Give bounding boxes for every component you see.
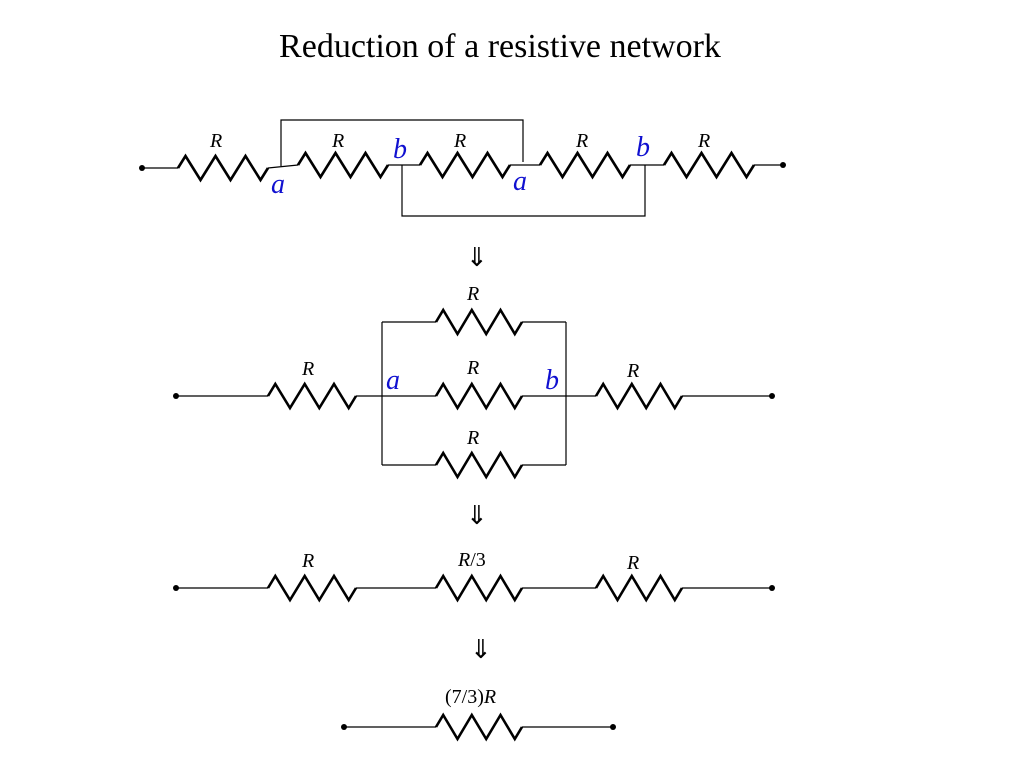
stage-3-series-network: R R/3 R bbox=[173, 549, 775, 603]
resistor-equivalent-total bbox=[434, 712, 524, 742]
resistor-label-seven-thirds: (7/3)R bbox=[445, 686, 496, 708]
resistor-label: R bbox=[697, 130, 710, 152]
resistor-label: R bbox=[466, 357, 479, 379]
resistor-3 bbox=[418, 150, 512, 180]
resistor-label: R bbox=[466, 427, 479, 449]
stage-1-original-network: R R R R R a b a b bbox=[139, 119, 786, 217]
stage-4-equivalent-resistor: (7/3)R bbox=[341, 686, 616, 742]
resistor-series-left bbox=[266, 573, 358, 603]
resistor-parallel-middle bbox=[434, 381, 524, 411]
resistor-label: R bbox=[575, 130, 588, 152]
resistor-4 bbox=[538, 150, 632, 180]
resistor-label: R bbox=[301, 358, 314, 380]
reduction-arrow: ⇓ bbox=[470, 635, 492, 665]
resistor-label: R bbox=[466, 283, 479, 305]
resistor-label: R bbox=[453, 130, 466, 152]
resistor-label: R bbox=[626, 552, 639, 574]
node-label-b: b bbox=[636, 132, 650, 163]
reduction-arrow: ⇓ bbox=[466, 243, 488, 273]
node-label-b: b bbox=[545, 365, 559, 396]
stage-2-parallel-network: R R R R R a b bbox=[173, 283, 775, 480]
node-label-a: a bbox=[513, 166, 527, 197]
resistor-series-right bbox=[594, 381, 684, 411]
node-label-a: a bbox=[386, 365, 400, 396]
resistor-label-r-third: R/3 bbox=[457, 549, 486, 571]
resistor-5 bbox=[662, 150, 756, 180]
resistor-label: R bbox=[331, 130, 344, 152]
reduction-arrow: ⇓ bbox=[466, 501, 488, 531]
resistor-label: R bbox=[301, 550, 314, 572]
resistor-equivalent-parallel bbox=[434, 573, 524, 603]
resistor-series-left bbox=[266, 381, 358, 411]
resistor-parallel-bottom bbox=[434, 450, 524, 480]
resistor-series-right bbox=[594, 573, 684, 603]
resistor-2 bbox=[296, 150, 390, 180]
diagram-title: Reduction of a resistive network bbox=[279, 28, 721, 65]
resistor-1 bbox=[176, 153, 270, 183]
node-label-b: b bbox=[393, 134, 407, 165]
resistor-parallel-top bbox=[434, 307, 524, 337]
resistor-label: R bbox=[209, 130, 222, 152]
node-label-a: a bbox=[271, 169, 285, 200]
resistor-label: R bbox=[626, 360, 639, 382]
